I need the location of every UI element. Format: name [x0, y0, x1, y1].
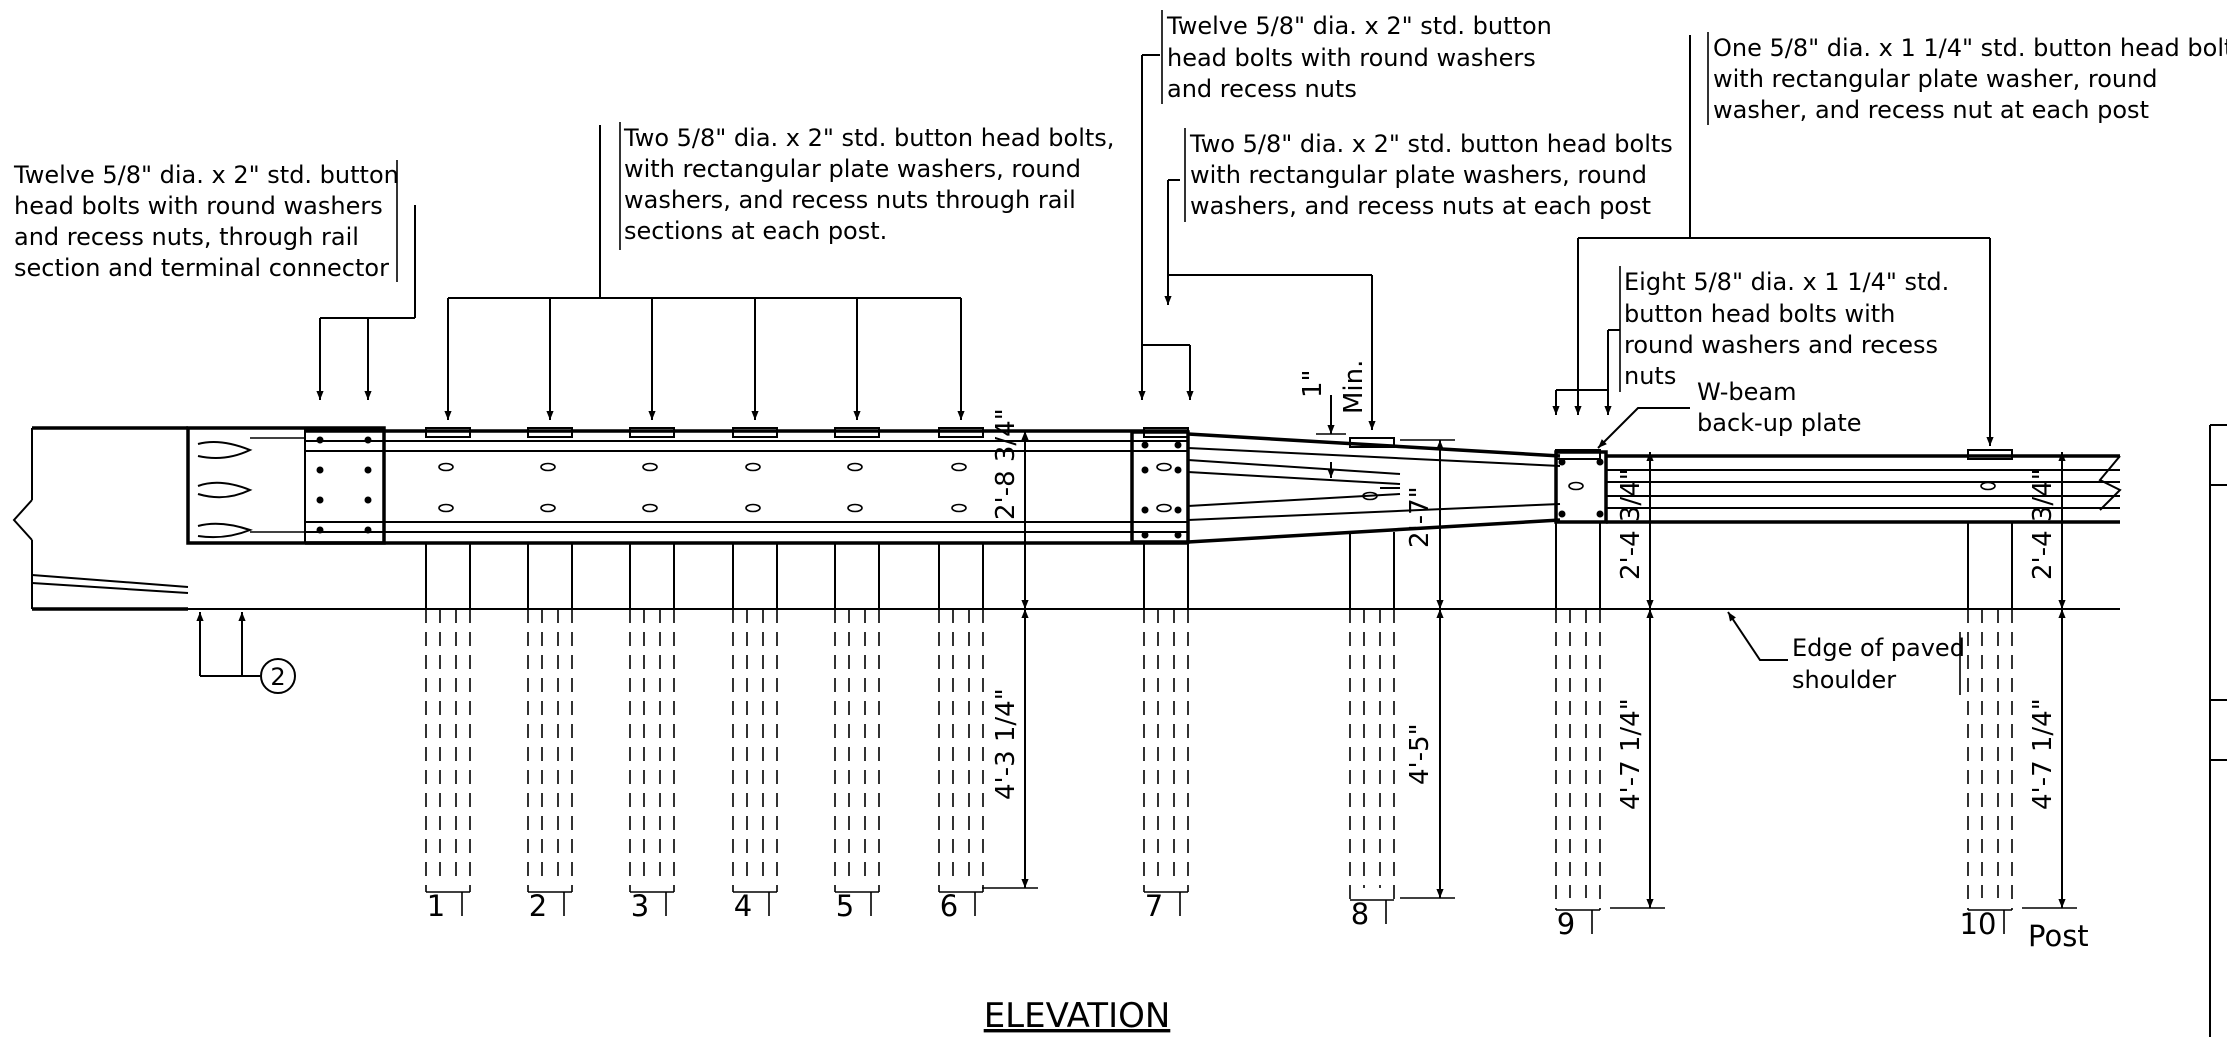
- bolt: [438, 503, 454, 513]
- splice-bolt: [1174, 506, 1182, 514]
- post-number-9: 9: [1557, 907, 1575, 941]
- note-post-7-splice: Twelve 5/8" dia. x 2" std. button head b…: [1166, 12, 1559, 103]
- bolt: [1156, 503, 1172, 513]
- post-5: [834, 427, 880, 916]
- post-numbers: 1 2 3 4 5 6 7 8 9 10: [427, 889, 1997, 941]
- leader-lines: [196, 35, 1994, 677]
- dim-4-7-1-4-post-10: 4'-7 1/4": [2028, 698, 2058, 810]
- splice-bolt: [1141, 466, 1149, 474]
- dim-2-4-3-4-post-10: 2'-4 3/4": [2028, 468, 2058, 580]
- bolts-group: [316, 436, 1996, 539]
- splice-bolt: [364, 526, 372, 534]
- rail-splice-post-9: [1554, 450, 1608, 524]
- post-2: [527, 427, 573, 916]
- note-edge-paved-shoulder: Edge of paved shoulder: [1792, 634, 1973, 694]
- transition-rail: [1187, 432, 1561, 544]
- callout-bubble: [260, 658, 296, 694]
- splice-bolt: [364, 496, 372, 504]
- note-posts-1-6: Two 5/8" dia. x 2" std. button head bolt…: [623, 124, 1122, 245]
- note-end-bolts: Twelve 5/8" dia. x 2" std. button head b…: [13, 161, 406, 282]
- post-4: [732, 427, 778, 916]
- adjacent-sheet-frame: [2209, 424, 2227, 1037]
- note-post-9-10: One 5/8" dia. x 1 1/4" std. button head …: [1713, 34, 2227, 124]
- splice-bolt: [1141, 506, 1149, 514]
- dim-min-label: Min.: [1339, 360, 1369, 414]
- splice-bolt: [1596, 458, 1604, 466]
- post-9: [1555, 449, 1601, 934]
- w-beam-rail-right: [1606, 454, 2122, 524]
- bolt: [1362, 491, 1378, 501]
- post-6: [938, 427, 984, 916]
- bolt: [438, 462, 454, 472]
- post-number-2: 2: [529, 889, 547, 923]
- dimension-lines: [982, 395, 2077, 909]
- post-label: Post: [2028, 919, 2089, 953]
- note-post-7-8: Two 5/8" dia. x 2" std. button head bolt…: [1189, 130, 1680, 220]
- post-1: [425, 427, 471, 916]
- dim-2-7: 2'-7": [1405, 486, 1435, 548]
- splice-bolt: [364, 466, 372, 474]
- post-8: [1349, 437, 1395, 924]
- splice-bolt: [1558, 458, 1566, 466]
- post-number-6: 6: [940, 889, 958, 923]
- splice-bolt: [316, 496, 324, 504]
- dim-4-7-1-4-post-9: 4'-7 1/4": [1616, 698, 1646, 810]
- bolt: [642, 503, 658, 513]
- dim-4-3-1-4: 4'-3 1/4": [991, 688, 1021, 800]
- splice-bolt: [1596, 510, 1604, 518]
- dim-2-8-3-4: 2'-8 3/4": [991, 408, 1021, 520]
- bolt: [1156, 462, 1172, 472]
- existing-structure: [12, 426, 189, 611]
- bolt: [951, 462, 967, 472]
- bolt: [847, 503, 863, 513]
- bolt: [745, 462, 761, 472]
- w-beam-rail-left: [305, 429, 1188, 545]
- bolt: [1568, 481, 1584, 491]
- splice-bolt: [316, 526, 324, 534]
- bolt: [642, 462, 658, 472]
- terminal-connector: [186, 426, 386, 545]
- post-number-10: 10: [1960, 907, 1997, 941]
- dim-1-inch-min: 1": [1298, 369, 1328, 398]
- post-number-4: 4: [734, 889, 752, 923]
- post-7: [1143, 427, 1189, 916]
- post-number-5: 5: [836, 889, 854, 923]
- splice-bolt: [364, 436, 372, 444]
- rail-splice-post-7: [1130, 430, 1190, 544]
- post-number-1: 1: [427, 889, 445, 923]
- bolt: [745, 503, 761, 513]
- bolt: [540, 503, 556, 513]
- splice-bolt: [1174, 466, 1182, 474]
- splice-bolt: [1141, 531, 1149, 539]
- splice-bolt: [1141, 441, 1149, 449]
- splice-bolt: [1558, 510, 1566, 518]
- bolt: [1980, 481, 1996, 491]
- splice-bolt: [1174, 441, 1182, 449]
- note-backup-plate: W-beam back-up plate: [1697, 378, 1862, 437]
- splice-bolt: [316, 436, 324, 444]
- callout-number: 2: [270, 663, 285, 691]
- post-10: [1967, 449, 2013, 934]
- splice-bolt: [316, 466, 324, 474]
- dim-4-5: 4'-5": [1405, 723, 1435, 785]
- splice-bolt: [1174, 531, 1182, 539]
- post-number-8: 8: [1351, 897, 1369, 931]
- bolt: [847, 462, 863, 472]
- post-number-7: 7: [1145, 889, 1163, 923]
- view-title: ELEVATION: [984, 996, 1171, 1036]
- posts-group: [425, 427, 2013, 934]
- dim-2-4-3-4-post-9: 2'-4 3/4": [1616, 468, 1646, 580]
- bolt: [540, 462, 556, 472]
- post-3: [629, 427, 675, 916]
- post-number-3: 3: [631, 889, 649, 923]
- note-post-9-splice: Eight 5/8" dia. x 1 1/4" std. button hea…: [1624, 268, 1957, 390]
- bolt: [951, 503, 967, 513]
